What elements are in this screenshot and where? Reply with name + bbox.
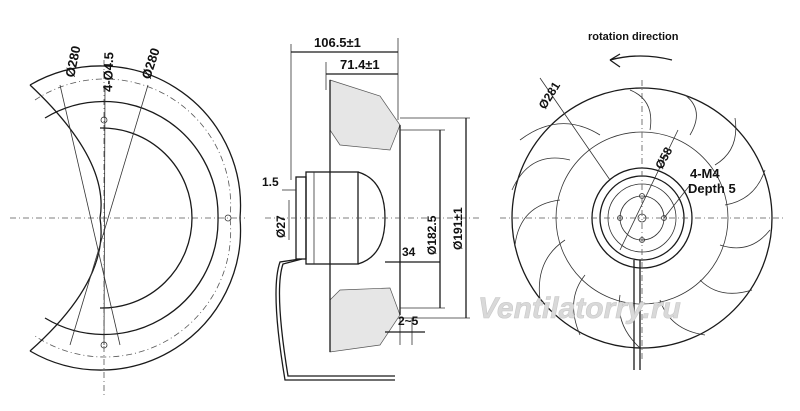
blade-10 <box>724 169 766 206</box>
outer-ring-arc <box>29 65 242 371</box>
blade-4 <box>538 239 566 301</box>
label-wheel-length: 71.4±1 <box>340 57 380 72</box>
label-offset: 34 <box>402 245 416 259</box>
blade-12 <box>684 94 697 136</box>
impeller-outer-circle <box>511 87 773 349</box>
label-rotation: rotation direction <box>588 31 679 43</box>
label-flange: 1.5 <box>262 175 279 189</box>
rotation-arrow-shaft <box>609 55 673 61</box>
inner-opening-arc <box>99 127 193 309</box>
leader-hub <box>619 129 679 251</box>
pcd-circle-arc <box>34 78 232 358</box>
cable-lead <box>275 258 395 381</box>
label-hub-diameter: Ø27 <box>274 215 288 238</box>
blade-1 <box>519 123 601 141</box>
mounting-hole-right <box>224 214 232 222</box>
rotation-arrow-head <box>609 53 621 68</box>
leader-holes <box>103 84 106 346</box>
label-thread: 4-M4 <box>690 166 720 181</box>
left-view: Ø280 4-Ø4.5 Ø280 <box>10 44 245 395</box>
label-outer-diameter: Ø191±1 <box>451 207 465 250</box>
blade-5 <box>573 274 586 336</box>
blade-7 <box>659 299 706 336</box>
blade-9 <box>719 229 771 249</box>
label-impeller-diameter: Ø281 <box>536 79 564 112</box>
leader-d280-a <box>59 84 121 346</box>
label-inner-diameter: Ø182.5 <box>425 215 439 255</box>
impeller-top-section <box>329 79 401 151</box>
label-hub-diameter-front: Ø58 <box>652 145 675 172</box>
leader-impeller <box>539 77 611 181</box>
label-gap: 2~5 <box>398 314 419 328</box>
mounting-hole-top <box>100 116 108 124</box>
middle-ring-arc <box>44 100 219 336</box>
blade-13 <box>629 89 652 131</box>
blade-6 <box>618 294 641 349</box>
blade-2 <box>511 157 571 191</box>
impeller-bottom-section <box>329 287 401 353</box>
leader-d280-b <box>69 84 149 346</box>
leader-thread <box>663 184 691 219</box>
label-thread-depth: Depth 5 <box>688 181 736 196</box>
ring-inner-edge <box>29 84 102 352</box>
side-view: 106.5±1 71.4±1 1.5 Ø27 Ø182.5 Ø191±1 34 … <box>262 35 480 381</box>
label-d-pcd: Ø280 <box>62 44 83 78</box>
impeller-blades <box>511 89 771 349</box>
blade-8 <box>699 279 753 294</box>
cable-lead-inner <box>278 258 395 377</box>
label-holes: 4-Ø4.5 <box>100 52 116 92</box>
label-d-outer: Ø280 <box>139 46 163 81</box>
watermark: Ventilatorry.ru <box>478 292 681 325</box>
label-overall-length: 106.5±1 <box>314 35 361 50</box>
blade-11 <box>714 117 737 166</box>
blade-3 <box>514 199 561 246</box>
